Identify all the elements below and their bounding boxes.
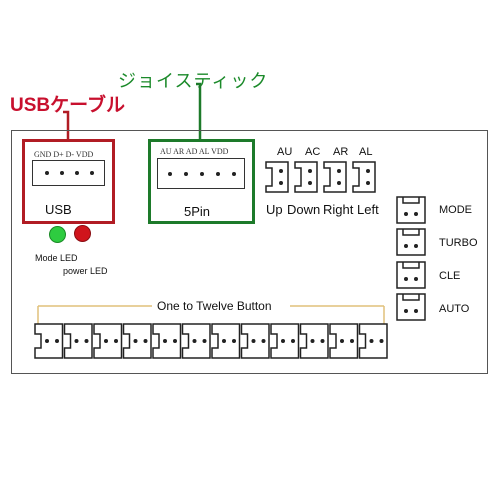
usb-header-connector: [32, 160, 105, 186]
joystick-header-connector: [157, 158, 245, 189]
power-led: [74, 225, 91, 242]
ac-header-connector: [294, 161, 318, 193]
button-header-3: [93, 323, 123, 359]
joystick-pin-labels: AU AR AD AL VDD: [160, 147, 229, 156]
button-header-4: [122, 323, 152, 359]
usb-cable-callout: USBケーブル: [10, 95, 125, 116]
joystick-callout: ジョイスティック: [118, 71, 269, 91]
usb-pin-labels: GND D+ D- VDD: [34, 150, 94, 159]
joystick-label: 5Pin: [184, 204, 211, 219]
usb-connector-highlight: [22, 139, 115, 224]
mode-led: [49, 226, 66, 243]
left-label: Left: [357, 202, 379, 217]
cle-label: CLE: [439, 270, 461, 282]
turbo-label: TURBO: [439, 237, 478, 249]
button-header-6: [181, 323, 211, 359]
right-label: Right: [323, 202, 354, 217]
joystick-leader-line: [196, 82, 202, 140]
turbo-header-connector: [396, 228, 426, 256]
button-header-10: [299, 323, 329, 359]
al-header-connector: [352, 161, 376, 193]
joystick-connector-highlight: [148, 139, 255, 224]
mode-led-label: Mode LED: [35, 253, 78, 263]
button-header-11: [329, 323, 359, 359]
button-header-12: [358, 323, 388, 359]
ar-header-label: AR: [333, 146, 349, 158]
auto-header-connector: [396, 293, 426, 321]
button-header-9: [270, 323, 300, 359]
power-led-label: power LED: [63, 266, 108, 276]
controller-board: [11, 130, 488, 374]
au-header-label: AU: [277, 146, 293, 158]
button-header-5: [152, 323, 182, 359]
up-label: Up: [266, 202, 283, 217]
button-header-2: [63, 323, 93, 359]
al-header-label: AL: [359, 146, 373, 158]
cle-header-connector: [396, 261, 426, 289]
auto-label: AUTO: [439, 303, 470, 315]
usb-label: USB: [45, 202, 72, 217]
ac-header-label: AC: [305, 146, 321, 158]
button-header-1: [34, 323, 64, 359]
ar-header-connector: [323, 161, 347, 193]
mode-label: MODE: [439, 204, 472, 216]
mode-header-connector: [396, 196, 426, 224]
button-header-8: [240, 323, 270, 359]
au-header-connector: [265, 161, 289, 193]
button-header-7: [211, 323, 241, 359]
down-label: Down: [287, 202, 321, 217]
button-row-label: One to Twelve Button: [157, 299, 272, 313]
